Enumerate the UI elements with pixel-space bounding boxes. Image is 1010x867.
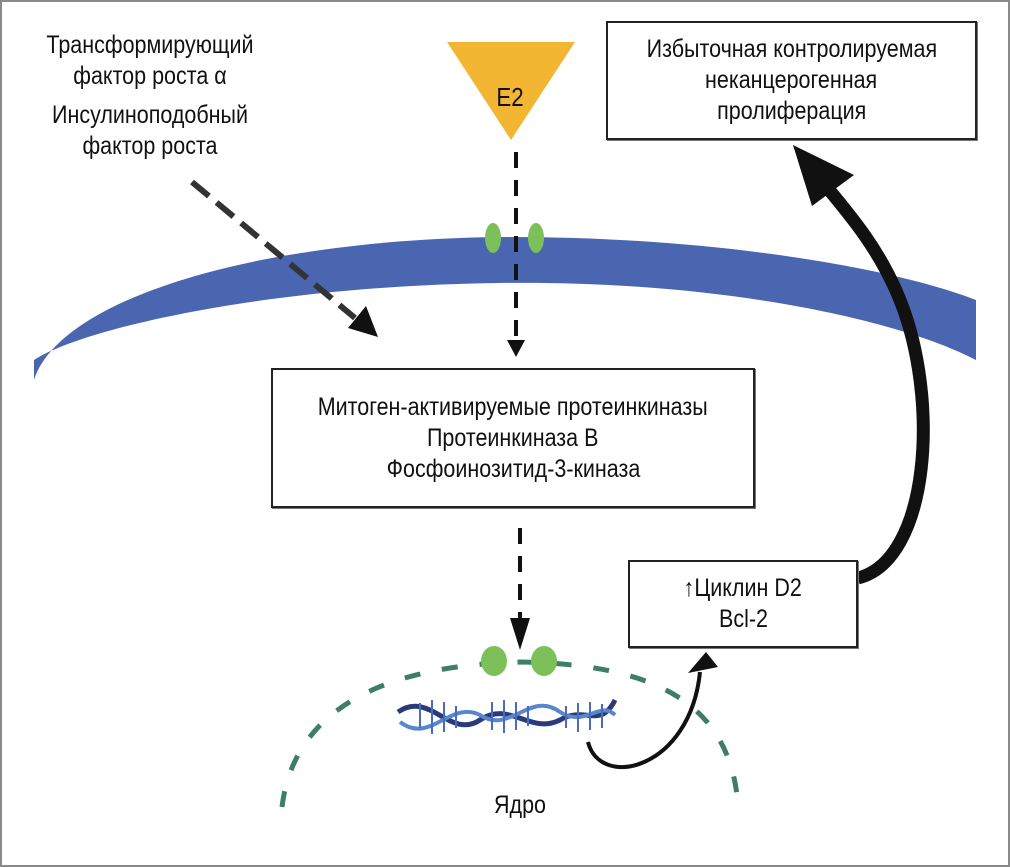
- gene-line2: Bcl-2: [718, 605, 768, 633]
- igf-line2: фактор роста: [82, 132, 218, 160]
- e2-arrowhead: [507, 340, 525, 357]
- genes-to-outcome-arrowhead: [793, 145, 854, 206]
- e2-triangle: [447, 42, 575, 140]
- growth-factor-arrowhead: [348, 306, 378, 337]
- kinase-arrowhead: [510, 618, 530, 650]
- dna-to-genes-arrow: [586, 671, 702, 769]
- receptor-right: [528, 223, 544, 253]
- receptor-left: [485, 223, 501, 253]
- kinase-line2: Протеинкиназа В: [427, 423, 599, 452]
- igf-line1: Инсулиноподобный: [51, 101, 249, 129]
- nuclear-receptor-left: [481, 646, 507, 676]
- kinase-line1: Митоген-активируемые протеинкиназы: [318, 392, 708, 421]
- cell-membrane: [34, 236, 976, 380]
- kinase-box: Митоген-активируемые протеинкиназы Проте…: [271, 368, 755, 508]
- genes-to-outcome-arrow: [820, 180, 930, 585]
- outcome-box: Избыточная контролируемая неканцерогенна…: [606, 21, 977, 140]
- e2-label: E2: [496, 82, 524, 112]
- tgf-alpha-line2: фактор роста α: [73, 62, 227, 90]
- nuclear-envelope: [279, 659, 741, 808]
- nucleus-label: Ядро: [493, 791, 546, 819]
- growth-factor-dashed-arrow: [190, 179, 357, 321]
- nuclear-receptor-right: [531, 646, 557, 676]
- dna-helix-icon: [396, 698, 618, 734]
- outcome-line2: неканцерогенная: [705, 66, 878, 94]
- dna-to-genes-arrowhead: [688, 652, 718, 673]
- gene-line1: ↑Циклин D2: [683, 574, 803, 602]
- outcome-line1: Избыточная контролируемая: [646, 35, 937, 63]
- kinase-line3: Фосфоинозитид-3-киназа: [386, 454, 640, 483]
- outcome-line3: пролиферация: [716, 97, 867, 125]
- tgf-alpha-line1: Трансформирующий: [46, 31, 254, 59]
- gene-box: ↑Циклин D2 Bcl-2: [628, 560, 858, 648]
- growth-factor-labels: Трансформирующий фактор роста α Инсулино…: [38, 30, 262, 162]
